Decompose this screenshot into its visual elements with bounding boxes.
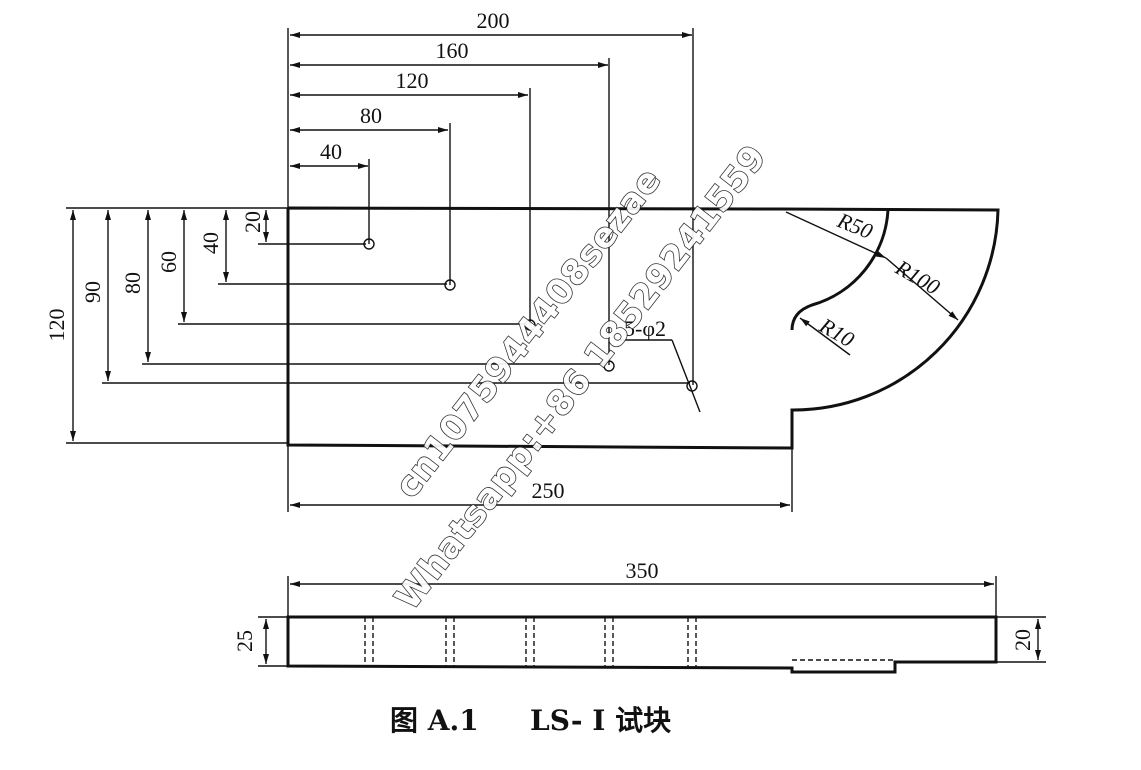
hole-2 [444,279,456,291]
hole-1 [363,238,375,250]
dim-label-40: 40 [320,139,342,164]
figure-caption: 图 A.1 LS- Ⅰ 试块 [390,704,671,737]
inner-arc [790,209,890,331]
dim-label-250: 250 [532,478,565,503]
dim-label-v40: 40 [198,232,223,254]
horizontal-dimensions: 200 160 120 80 40 [287,8,694,385]
hole-3 [524,319,536,331]
block-outline [286,206,1000,450]
side-hidden-holes [364,617,697,667]
dim-label-200: 200 [477,8,510,33]
dim-label-20: 20 [1010,629,1035,651]
radius-r100: R100 [891,254,945,299]
dim-label-v60: 60 [156,251,181,273]
dim-label-v20: 20 [240,211,265,233]
figure-number: 图 A.1 [390,704,479,737]
dim-label-25: 25 [232,630,257,652]
radius-r50: R50 [833,207,876,244]
dim-label-v120: 120 [44,309,69,342]
dim-label-80: 80 [360,103,382,128]
figure-title: LS- Ⅰ 试块 [530,704,671,737]
side-outline [286,615,998,674]
plan-view: 200 160 120 80 40 120 90 80 60 [44,8,1000,512]
hole-callout: 5-φ2 [624,316,666,341]
radius-r10: R10 [815,312,859,352]
hole-4 [603,360,615,372]
dim-label-120: 120 [396,68,429,93]
vertical-dimensions: 120 90 80 60 40 20 [44,207,690,444]
side-view: 350 25 20 [232,558,1046,674]
dim-label-v90: 90 [80,281,105,303]
dim-label-160: 160 [436,38,469,63]
dim-label-v80: 80 [120,272,145,294]
dim-label-350: 350 [626,558,659,583]
